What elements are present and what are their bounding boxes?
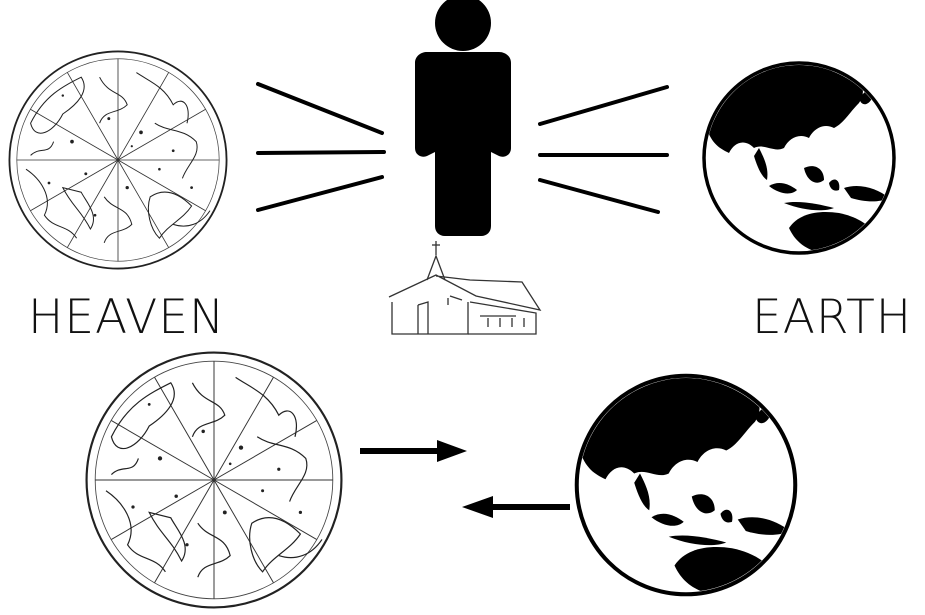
arrow-left-icon: [462, 496, 570, 518]
earth-label: EARTH: [752, 290, 912, 345]
connection-lines-right: [540, 87, 667, 212]
church-icon: [389, 241, 540, 334]
earth-globe-icon: [704, 60, 894, 258]
arrow-right-icon: [360, 440, 467, 462]
person-icon: [415, 0, 511, 236]
connection-lines-left: [258, 84, 384, 210]
celestial-map-icon: [87, 353, 342, 608]
celestial-map-icon: [9, 51, 226, 268]
earth-globe-icon: [577, 372, 796, 600]
heaven-label: HEAVEN: [28, 290, 225, 345]
